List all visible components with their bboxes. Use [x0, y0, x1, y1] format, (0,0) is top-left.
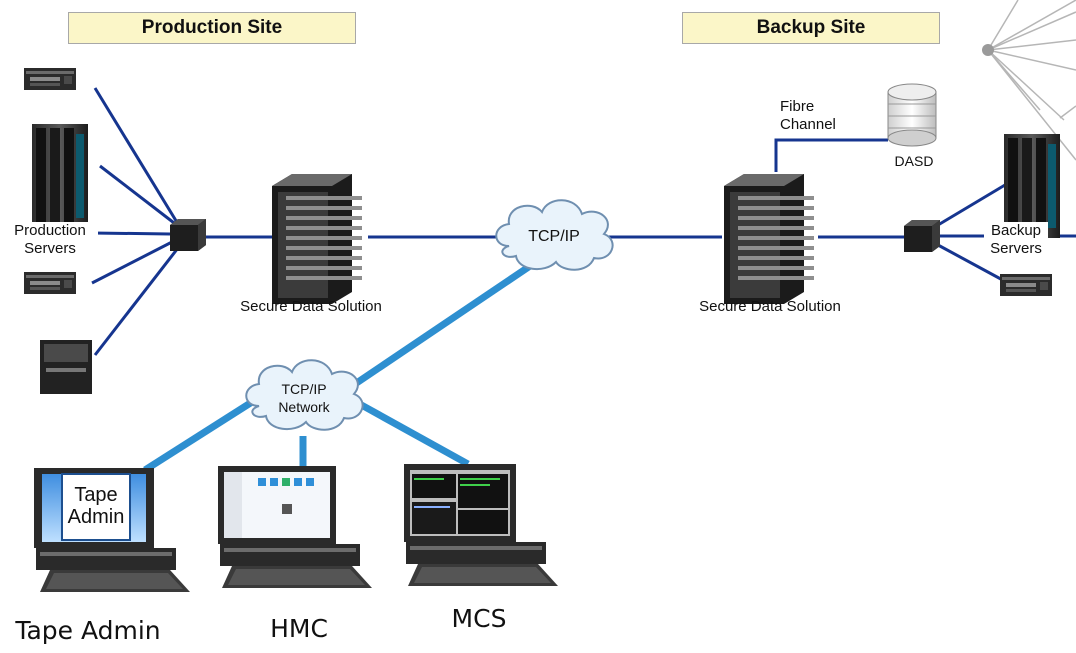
tcpip-network-label: TCP/IP Network — [278, 381, 330, 415]
tcpip-label: TCP/IP — [528, 228, 580, 245]
link-server3-switch — [91, 240, 173, 285]
rack-server-icon — [24, 68, 76, 90]
link-tcpip-network — [353, 259, 538, 387]
hmc-label: HMC — [270, 614, 328, 643]
mainframe-icon — [32, 124, 88, 228]
link-server2-switch — [99, 164, 179, 228]
hub-dot-icon — [982, 44, 994, 56]
tape-admin-screen-text: Tape Admin — [67, 484, 125, 528]
link-server1-switch — [93, 87, 180, 225]
secure-data-solution-right-label: Secure Data Solution — [699, 298, 841, 315]
backup-site-label: Backup Site — [682, 12, 940, 44]
switch-icon — [170, 219, 206, 251]
link-switch2-backup2 — [937, 243, 1011, 286]
secure-data-solution-left-label: Secure Data Solution — [240, 298, 382, 315]
link-network-tapeadmin — [143, 399, 254, 473]
light-links — [143, 259, 538, 473]
mcs-workstation-icon — [404, 464, 558, 586]
rack-server-icon — [1000, 274, 1052, 296]
switch-icon — [904, 220, 940, 252]
production-site-label: Production Site — [68, 12, 356, 44]
tower-bays — [286, 196, 814, 280]
tape-drive-icon — [40, 340, 92, 394]
link-network-mcs — [354, 398, 470, 468]
tape-admin-label: Tape Admin — [15, 616, 161, 645]
dasd-label: DASD — [894, 153, 934, 169]
mcs-label: MCS — [451, 604, 507, 633]
link-switch2-backup1 — [937, 180, 1011, 227]
rack-server-icon — [24, 272, 76, 294]
dasd-storage-icon — [887, 83, 937, 147]
production-servers-label: Production Servers — [2, 222, 98, 258]
link-fibre-channel — [774, 138, 888, 172]
tape-admin-workstation-icon — [34, 468, 190, 592]
backup-servers-label: Backup Servers — [984, 222, 1048, 258]
hmc-workstation-icon — [218, 466, 372, 588]
decorative-spokes — [987, 0, 1076, 161]
link-server4-switch — [93, 247, 180, 356]
fibre-channel-label: Fibre Channel — [780, 98, 836, 133]
